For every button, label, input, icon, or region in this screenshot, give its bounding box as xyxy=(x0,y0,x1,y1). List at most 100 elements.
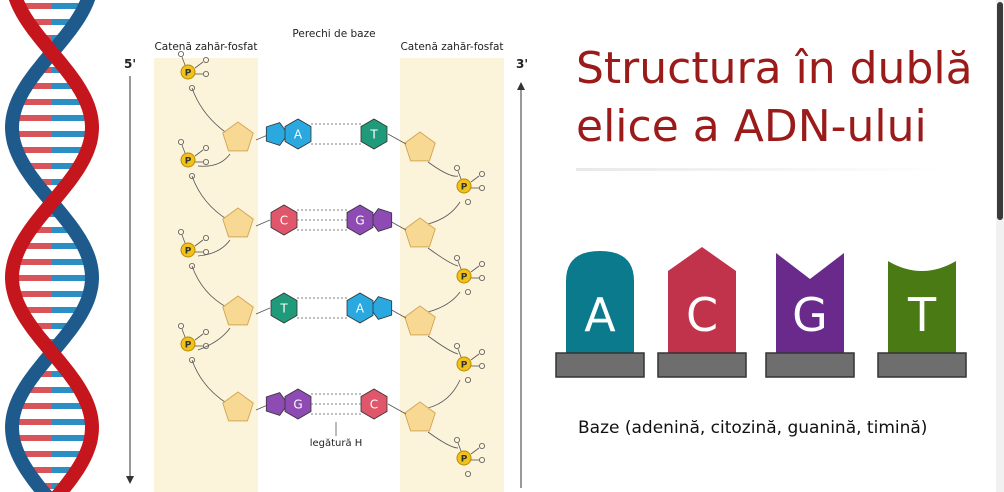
phosphate-label: P xyxy=(185,341,192,351)
base-ring xyxy=(369,296,393,320)
sugar-pentagon xyxy=(404,305,436,336)
label-5-prime: 5' xyxy=(124,57,136,71)
base-letter-left: T xyxy=(279,302,288,316)
phosphate-bond xyxy=(470,265,480,273)
phosphate-circle xyxy=(456,178,472,194)
base-icon-a: A xyxy=(555,251,645,378)
base-ring-c xyxy=(270,204,298,236)
phosphate-bond xyxy=(457,348,462,358)
phosphate-circle xyxy=(180,152,196,168)
oxygen-atom xyxy=(178,51,185,58)
oxygen-atom xyxy=(464,288,471,295)
base-icon-letter: T xyxy=(907,288,937,342)
base-icon-body xyxy=(776,253,844,355)
oxygen-atom xyxy=(478,170,485,177)
oxygen-atom xyxy=(203,328,210,335)
phosphate-label: P xyxy=(461,273,468,283)
left-strand-band xyxy=(154,58,258,492)
base-ring-a xyxy=(284,118,312,150)
phosphate-label: P xyxy=(461,361,468,371)
oxygen-atom xyxy=(478,456,485,463)
phosphate-bond xyxy=(194,149,204,157)
phosphate-circle xyxy=(456,268,472,284)
backbone-bond xyxy=(191,87,229,135)
base-ring-t xyxy=(270,292,298,324)
base-icon-pedestal xyxy=(555,352,645,378)
base-ring-c xyxy=(360,388,388,420)
phosphate-label: P xyxy=(461,183,468,193)
base-ring-a xyxy=(346,292,374,324)
base-letter-right: T xyxy=(369,128,378,142)
base-ring-g xyxy=(346,204,374,236)
oxygen-atom xyxy=(189,85,196,92)
arrow-up-head xyxy=(517,82,525,90)
scrollbar-thumb[interactable] xyxy=(997,2,1003,220)
oxygen-atom xyxy=(464,470,471,477)
header-right-strand: Catenă zahăr-fosfat xyxy=(400,41,503,53)
oxygen-atom xyxy=(478,442,485,449)
phosphate-label: P xyxy=(185,69,192,79)
phosphate-circle xyxy=(180,64,196,80)
oxygen-atom xyxy=(478,362,485,369)
backbone-bond xyxy=(191,175,229,221)
base-pair-diagram: Perechi de baze Catenă zahăr-fosfat Cate… xyxy=(124,28,528,492)
phosphate-bond xyxy=(194,239,204,247)
oxygen-atom xyxy=(203,158,210,165)
h-bond-label: legătură H xyxy=(310,438,363,449)
sugar-pentagon xyxy=(404,131,436,162)
sugar-pentagon xyxy=(222,295,254,326)
oxygen-atom xyxy=(478,348,485,355)
phosphate-bond xyxy=(457,170,462,180)
backbone-bond xyxy=(197,327,231,351)
backbone-bond xyxy=(427,201,461,225)
oxygen-atom xyxy=(478,274,485,281)
base-letter-right: C xyxy=(370,398,378,412)
base-icon-body xyxy=(566,251,634,355)
base-icon-c: C xyxy=(657,247,747,378)
base-icon-letter: C xyxy=(686,288,718,342)
arrow-down-head xyxy=(126,476,134,484)
base-letter-left: A xyxy=(294,128,303,142)
base-icon-pedestal xyxy=(877,352,967,378)
bases-caption: Baze (adenină, citozină, guanină, timină… xyxy=(578,418,928,438)
oxygen-atom xyxy=(478,184,485,191)
scrollbar-track[interactable] xyxy=(996,0,1004,492)
oxygen-atom xyxy=(453,342,460,349)
backbone-bond xyxy=(197,153,231,167)
glycosidic-bond xyxy=(387,403,407,415)
oxygen-atom xyxy=(453,164,460,171)
title-underline xyxy=(576,168,948,171)
oxygen-atom xyxy=(203,145,210,152)
backbone-bond xyxy=(191,359,229,405)
base-ring xyxy=(265,392,289,416)
phosphate-label: P xyxy=(185,247,192,257)
phosphate-label: P xyxy=(461,455,468,465)
sugar-pentagon xyxy=(404,401,436,432)
base-icon-body xyxy=(668,247,736,355)
base-letter-left: C xyxy=(280,214,288,228)
oxygen-atom xyxy=(453,254,460,261)
base-ring xyxy=(265,122,289,146)
backbone-bond xyxy=(427,247,459,267)
sugar-pentagon xyxy=(404,217,436,248)
oxygen-atom xyxy=(178,139,185,146)
glycosidic-bond xyxy=(387,133,407,145)
base-icon-g: G xyxy=(765,253,855,378)
backbone-bond xyxy=(191,265,229,309)
oxygen-atom xyxy=(203,342,210,349)
base-icon-t: T xyxy=(877,261,967,378)
base-icon-letter: G xyxy=(792,288,828,342)
helix-blue-strand xyxy=(4,0,100,492)
glycosidic-bond xyxy=(255,219,271,227)
phosphate-bond xyxy=(181,56,186,66)
oxygen-atom xyxy=(464,376,471,383)
helix-red-strand xyxy=(4,0,100,492)
base-icon-letter: A xyxy=(584,288,616,342)
base-letter-left: G xyxy=(293,398,302,412)
base-icon-body xyxy=(888,261,956,355)
oxygen-atom xyxy=(203,57,210,64)
oxygen-atom xyxy=(464,198,471,205)
phosphate-circle xyxy=(456,450,472,466)
